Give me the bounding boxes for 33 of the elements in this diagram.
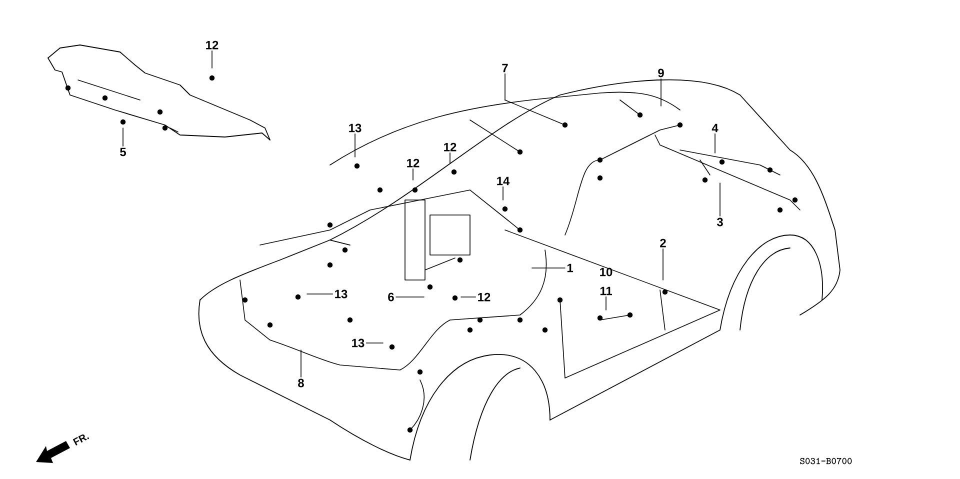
- callout-number: 11: [600, 286, 612, 296]
- callout-number: 5: [120, 148, 126, 156]
- callout-number: 3: [716, 218, 723, 226]
- leader-line: [460, 296, 476, 298]
- callout-number: 7: [502, 64, 508, 72]
- callout-number: 12: [407, 158, 420, 168]
- callout-number: 9: [658, 68, 664, 78]
- leader-line: [412, 168, 414, 180]
- leader-line: [300, 350, 302, 378]
- leader-line: [122, 128, 124, 147]
- leader-line: [366, 342, 384, 344]
- callout-number: 12: [478, 292, 490, 302]
- callout-number: 4: [712, 124, 718, 132]
- leader-line: [354, 134, 356, 158]
- leader-line: [396, 296, 424, 298]
- callout-number: 1: [567, 264, 573, 272]
- callout-number: 6: [388, 292, 394, 302]
- callout-number: 12: [206, 40, 218, 50]
- callout-number: 14: [497, 176, 510, 186]
- callout-number: 13: [349, 124, 362, 132]
- callout-number: 8: [298, 378, 304, 388]
- figure-code: S031-B0700: [800, 458, 852, 464]
- leader-line: [662, 248, 664, 280]
- direction-label: FR.: [72, 434, 90, 446]
- callout-number: 12: [444, 142, 456, 152]
- leader-line: [660, 78, 662, 106]
- callout-number: 13: [335, 290, 348, 298]
- leader-line: [714, 133, 716, 154]
- callout-number: 10: [600, 268, 612, 276]
- leader-line: [504, 73, 506, 100]
- callout-number: 2: [660, 238, 666, 248]
- callout-number: 13: [352, 338, 364, 348]
- leader-line: [502, 186, 504, 200]
